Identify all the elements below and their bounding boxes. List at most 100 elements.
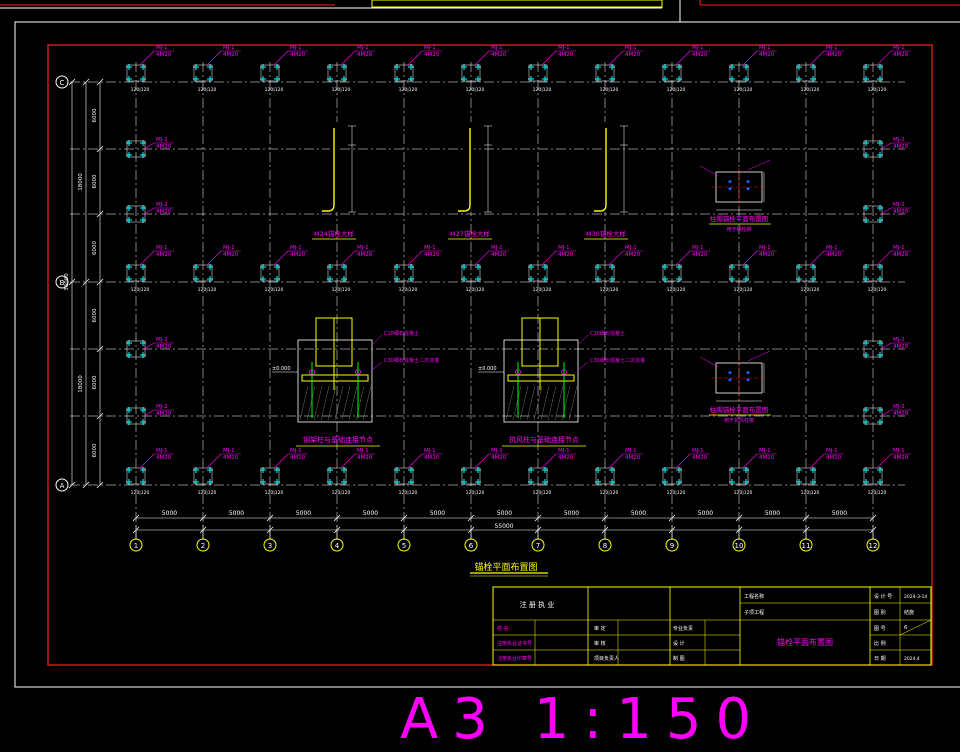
tag-leader xyxy=(206,453,222,469)
anchor-count: 4M20 xyxy=(893,52,909,58)
base-plate xyxy=(595,64,615,82)
note-leader xyxy=(371,334,383,346)
axis-bubble-left xyxy=(55,275,69,289)
hatch xyxy=(554,385,564,421)
anchor-tag: MJ-1 xyxy=(357,45,369,51)
tb-name: 姓 名 xyxy=(497,625,509,632)
base-plate xyxy=(528,264,548,282)
anchor-tag: MJ-1 xyxy=(826,45,838,51)
hatch xyxy=(306,385,316,421)
tb-reg: 注 册 执 业 xyxy=(520,600,555,609)
anchor-tag: MJ-1 xyxy=(558,448,570,454)
tag-leader xyxy=(809,250,825,266)
tag-leader xyxy=(139,453,155,469)
tb-r3b: 制 图 xyxy=(673,655,685,662)
anchor-tag: MJ-1 xyxy=(759,448,771,454)
axis-bubble-bottom xyxy=(129,538,143,552)
anchor-dim: 120|120 xyxy=(801,287,820,293)
base-plate xyxy=(863,64,883,82)
anchor-dim: 120|120 xyxy=(198,87,217,93)
anchor-count: 4M20 xyxy=(357,52,373,58)
hatch xyxy=(561,385,571,421)
plate-leader xyxy=(747,350,771,362)
base-plate xyxy=(729,64,749,82)
dim-tick xyxy=(333,514,341,522)
dim-tick xyxy=(869,526,877,534)
anchor-tag: MJ-2 xyxy=(156,202,168,208)
anchor-tag: MJ-2 xyxy=(893,137,905,143)
dim-tick xyxy=(735,514,743,522)
anchor-tag: MJ-1 xyxy=(759,245,771,251)
section-note: C30细石混凝土二次浇灌 xyxy=(384,357,439,364)
nut xyxy=(561,369,567,375)
dim-text-left: 6000 xyxy=(92,108,98,122)
tag-leader xyxy=(742,453,758,469)
anchor-count: 4M20 xyxy=(156,252,172,258)
anchor-count: 4M20 xyxy=(826,52,842,58)
tb-r3a: 项目负责人 xyxy=(594,655,619,662)
bolt-detail: M30锚栓大样 xyxy=(584,122,628,240)
base-plate xyxy=(796,64,816,82)
dim-text-left: 6000 xyxy=(92,375,98,389)
anchor-dim: 120|120 xyxy=(131,490,150,496)
plate-hole xyxy=(746,371,750,375)
base-plate xyxy=(729,264,749,282)
hatch xyxy=(355,385,365,421)
anchor-count: 4M20 xyxy=(156,411,172,417)
anchor-tag: MJ-1 xyxy=(893,45,905,51)
base-plate xyxy=(193,64,213,82)
base-plate xyxy=(126,407,146,425)
anchor-count: 4M20 xyxy=(893,455,909,461)
outer-border xyxy=(14,21,960,688)
anchor-dim: 120|120 xyxy=(399,87,418,93)
note-leader xyxy=(371,361,383,371)
dim-tick xyxy=(534,514,542,522)
tb-k1: 设 计 号 xyxy=(874,593,892,600)
anchor-dim: 120|120 xyxy=(399,287,418,293)
section-label: 钢架柱与基础连接节点 xyxy=(303,435,373,444)
section-elevation: ±0.000 xyxy=(478,366,497,372)
anchor-dim: 120|120 xyxy=(265,490,284,496)
axis-label-bottom: 11 xyxy=(802,542,811,550)
tb-r1b: 专业负责 xyxy=(673,625,693,632)
tag-leader xyxy=(143,142,155,150)
base-plate xyxy=(863,140,883,158)
axis-label-bottom: 9 xyxy=(670,542,674,550)
nut xyxy=(309,369,315,375)
axis-bubble-bottom xyxy=(196,538,210,552)
bolt-hook xyxy=(458,204,471,212)
dim-tick xyxy=(467,526,475,534)
dim-tick xyxy=(82,481,90,489)
tag-leader xyxy=(876,50,892,66)
axis-label-bottom: 7 xyxy=(536,542,540,550)
axis-bubble-bottom xyxy=(397,538,411,552)
tag-leader xyxy=(608,50,624,66)
hatch xyxy=(568,385,578,421)
anchor-count: 4M20 xyxy=(156,209,172,215)
axis-label-bottom: 4 xyxy=(335,542,340,550)
anchor-tag: MJ-2 xyxy=(156,337,168,343)
anchor-tag: MJ-1 xyxy=(759,45,771,51)
axis-bubble-bottom xyxy=(464,538,478,552)
anchor-tag: MJ-1 xyxy=(424,45,436,51)
anchor-dim: 120|120 xyxy=(265,87,284,93)
note-leader xyxy=(577,361,589,371)
axis-bubble-left xyxy=(55,75,69,89)
hatch xyxy=(505,385,515,421)
dim-tick xyxy=(132,514,140,522)
dim-text-bottom: 5000 xyxy=(631,510,646,517)
anchor-dim: 120|120 xyxy=(332,490,351,496)
tag-leader xyxy=(407,250,423,266)
tag-leader xyxy=(880,207,892,215)
tag-leader xyxy=(876,453,892,469)
